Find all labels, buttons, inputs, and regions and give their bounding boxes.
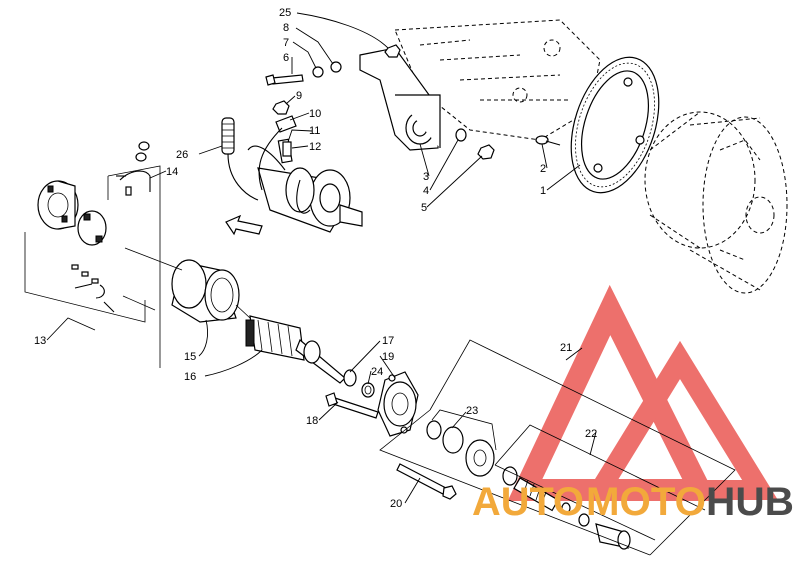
washer-part-17	[343, 369, 357, 387]
callout-21: 21	[560, 342, 572, 354]
callout-7: 7	[283, 37, 289, 49]
callout-6: 6	[283, 52, 289, 64]
brush-set	[71, 264, 115, 313]
callout-16: 16	[184, 371, 196, 383]
brush-holder	[77, 210, 107, 246]
leader-lines	[46, 12, 597, 504]
o-ring-part-24	[361, 382, 375, 398]
callout-11: 11	[309, 125, 320, 137]
callout-18: 18	[306, 415, 318, 427]
drive-clutch-outline	[644, 111, 788, 294]
front-cover-part-19	[377, 371, 419, 437]
nut-part-5	[477, 144, 495, 160]
bolt-part-6	[265, 74, 304, 86]
callout-13: 13	[34, 335, 46, 347]
washer-part-8	[330, 61, 342, 73]
group-bracket-23	[431, 409, 497, 451]
group-bracket-22	[494, 424, 706, 541]
callout-20: 20	[390, 498, 402, 510]
bolt-part-18	[325, 392, 379, 419]
callout-25: 25	[279, 7, 291, 19]
callout-24: 24	[371, 366, 383, 378]
washer-part-4	[455, 128, 467, 142]
terminal-nut-part-9	[272, 100, 290, 115]
callout-1: 1	[540, 185, 546, 197]
boot-part-12	[282, 141, 292, 157]
callout-15: 15	[184, 351, 196, 363]
callout-10: 10	[309, 108, 321, 120]
spring-part-26	[221, 117, 259, 201]
cable-part-11	[258, 127, 283, 191]
callout-4: 4	[423, 185, 429, 197]
end-cap-assembly	[37, 180, 79, 230]
starter-bracket	[359, 47, 441, 151]
watermark-auto: AUTO	[472, 480, 584, 524]
callout-9: 9	[296, 90, 302, 102]
watermark-moto: MOTO	[586, 480, 706, 524]
watermark-logo	[507, 284, 778, 501]
callout-14: 14	[166, 166, 178, 178]
callout-3: 3	[423, 171, 429, 183]
armature-part-16	[245, 315, 346, 384]
callout-17: 17	[382, 335, 394, 347]
washer-part-7	[312, 66, 324, 78]
callout-26: 26	[176, 149, 188, 161]
callout-12: 12	[309, 141, 321, 153]
group-bracket-13	[24, 165, 161, 368]
callout-8: 8	[283, 22, 289, 34]
through-bolt-part-20	[396, 463, 457, 500]
watermark-hub: HUB	[706, 480, 794, 524]
callout-23: 23	[466, 405, 478, 417]
watermark-text: AUTO MOTO HUB	[472, 480, 794, 524]
callout-labels: 25 8 7 6 9 10 11 12 26 14 13 15 16 18 17…	[34, 7, 597, 510]
group-bracket-21	[379, 339, 736, 556]
ring-gear-part-1	[570, 56, 660, 194]
callout-2: 2	[540, 163, 546, 175]
direction-arrow	[225, 214, 263, 236]
starter-motor-assembly	[247, 138, 363, 233]
callout-19: 19	[382, 351, 394, 363]
motor-housing-part-15	[171, 259, 240, 323]
brush-leads-part-14	[116, 141, 151, 196]
callout-5: 5	[421, 202, 427, 214]
pinion-part-22	[502, 466, 631, 550]
axis-line	[124, 247, 251, 319]
gear-set-part-23	[426, 420, 495, 477]
bolt-part-2	[535, 135, 561, 146]
callout-22: 22	[585, 428, 597, 440]
nut-part-25	[384, 44, 401, 58]
